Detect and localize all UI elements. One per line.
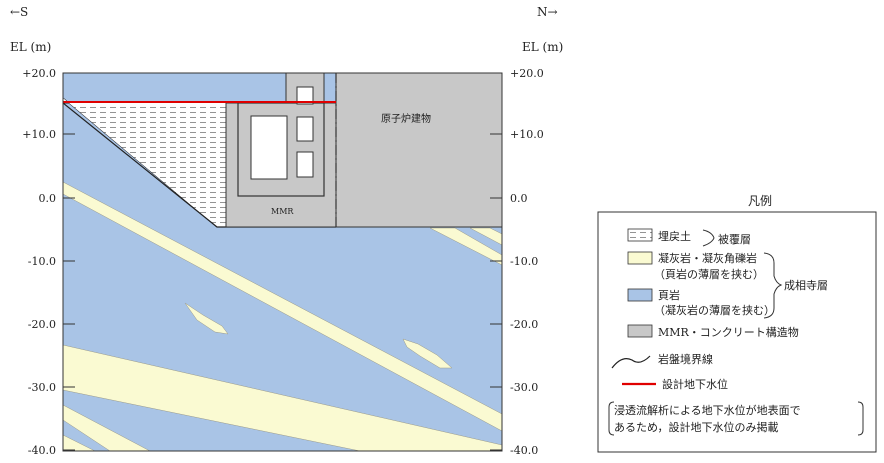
left-axis: +20.0 +10.0 0.0 -10.0 -20.0 -30.0 -40.0	[22, 67, 75, 457]
plot-frame	[62, 72, 503, 452]
right-elevation-axis-title: EL (m)	[522, 40, 563, 54]
right-tick-label: -40.0	[510, 444, 538, 457]
tuff-band	[63, 181, 502, 432]
legend-shale-sub-label: （凝灰岩の薄層を挟む）	[654, 303, 775, 317]
legend-tuff-label: 凝灰岩・凝灰角礫岩	[658, 251, 757, 265]
note-bracket-left	[608, 401, 615, 436]
south-direction-label: ←S	[10, 5, 28, 19]
tuff-lens	[402, 338, 453, 369]
legend-title: 凡例	[748, 194, 772, 208]
legend-note-line1: 浸透流解析による地下水位が地表面で	[614, 403, 801, 417]
left-elevation-axis-title: EL (m)	[10, 40, 51, 54]
shale-swatch	[627, 288, 653, 302]
strata	[63, 73, 502, 451]
legend-mmr-label: MMR・コンクリート構造物	[658, 325, 799, 339]
right-tick-label: -20.0	[510, 318, 538, 331]
right-tick-label: +10.0	[510, 128, 544, 141]
tuff-band	[63, 434, 96, 451]
legend-backfill-label: 埋戻土	[658, 230, 691, 243]
tuff-lens	[184, 302, 229, 335]
note-bracket-right	[857, 401, 864, 436]
reactor-building	[335, 73, 502, 228]
right-axis: +20.0 +10.0 0.0 -10.0 -20.0 -30.0 -40.0	[490, 67, 544, 457]
left-tick-label: -20.0	[28, 318, 56, 331]
legend-boundary-label: 岩盤境界線	[658, 352, 713, 366]
opening	[296, 116, 314, 142]
tuff-band	[63, 404, 151, 451]
left-tick-label: -40.0	[28, 444, 56, 457]
concrete-swatch	[627, 324, 653, 338]
left-tick-label: +10.0	[22, 128, 56, 141]
right-tick-label: +20.0	[510, 67, 544, 80]
left-tick-label: -10.0	[28, 255, 56, 268]
left-tick-label: +20.0	[22, 67, 56, 80]
opening	[250, 115, 288, 180]
right-tick-label: -10.0	[510, 255, 538, 268]
formation-brace	[763, 252, 783, 319]
legend-note-line2: あるため，設計地下水位のみ掲載	[614, 420, 778, 434]
tuff-swatch	[627, 251, 653, 265]
tuff-band	[63, 344, 502, 451]
right-tick-label: 0.0	[510, 192, 528, 205]
opening	[296, 86, 314, 105]
reactor-building-label: 原子炉建物	[381, 112, 431, 125]
left-tick-label: -30.0	[28, 381, 56, 394]
left-tick-label: 0.0	[39, 192, 57, 205]
boundary-line-swatch	[611, 355, 651, 369]
tuff-band	[429, 227, 502, 266]
mmr-label: MMR	[271, 207, 294, 216]
legend-cover-group-label: 被覆層	[718, 233, 751, 246]
legend-tuff-sub-label: （頁岩の薄層を挟む）	[654, 267, 764, 281]
legend-shale-label: 頁岩	[658, 288, 680, 302]
legend-groundwater-label: 設計地下水位	[662, 377, 728, 391]
opening	[296, 151, 314, 178]
legend: 凡例 埋戻土 被覆層 凝灰岩・凝灰角礫岩 （頁岩の薄層を挟む） 頁岩 （凝灰岩の…	[597, 194, 877, 453]
right-tick-label: -30.0	[510, 381, 538, 394]
tuff-band	[469, 227, 502, 246]
north-direction-label: N→	[537, 5, 558, 19]
cover-brace	[702, 229, 715, 247]
legend-formation-group-label: 成相寺層	[784, 279, 828, 292]
backfill-swatch	[627, 228, 653, 242]
